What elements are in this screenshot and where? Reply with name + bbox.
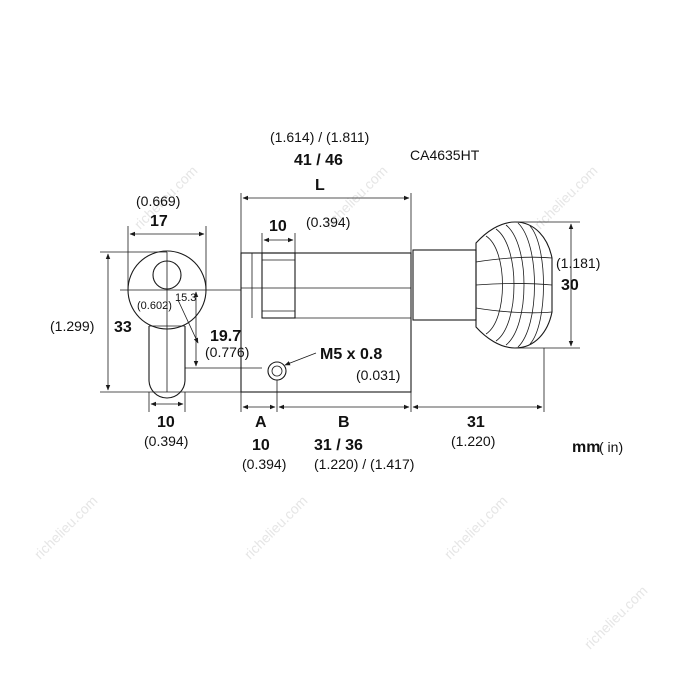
dim-height-inches: (1.299) xyxy=(50,318,94,334)
screw-hole xyxy=(267,361,287,381)
dim-A-inches: (0.394) xyxy=(242,456,286,472)
dim-knob-length-inches: (1.220) xyxy=(451,433,495,449)
dim-radius-inches: (0.602) xyxy=(137,300,172,312)
dim-offset-mm: 19.7 xyxy=(210,328,241,345)
units-in-label: ( in) xyxy=(599,439,623,455)
dim-A-mm: 10 xyxy=(252,437,270,454)
dim-cam-width-inches: (0.669) xyxy=(136,193,180,209)
watermark-text: richelieu.com xyxy=(241,492,311,562)
dim-knob-length-mm: 31 xyxy=(467,414,485,431)
dim-B-letter: B xyxy=(338,414,350,431)
dim-offset-inches: (0.776) xyxy=(205,344,249,360)
knob-neck xyxy=(412,249,477,321)
dim-L-mm: 41 / 46 xyxy=(294,152,343,169)
dim-B-mm: 31 / 36 xyxy=(314,437,363,454)
collar-outline xyxy=(261,252,296,319)
dim-L-letter: L xyxy=(315,177,325,194)
product-code: CA4635HT xyxy=(410,147,480,163)
dim-collar-mm: 10 xyxy=(269,218,287,235)
body-outline xyxy=(240,252,412,393)
dim-radius-mm: 15.3 xyxy=(175,292,196,304)
dim-knob-diameter-inches: (1.181) xyxy=(556,255,600,271)
dim-B-inches: (1.220) / (1.417) xyxy=(314,456,414,472)
cylinder-body xyxy=(240,252,412,393)
dim-screw-inches: (0.031) xyxy=(356,367,400,383)
dimension-labels: CA4635HT (1.614) / (1.811) 41 / 46 L 10 … xyxy=(50,129,623,472)
dim-profile-width-mm: 10 xyxy=(157,414,175,431)
watermark-text: richelieu.com xyxy=(31,492,101,562)
thumb-turn-knob xyxy=(412,221,553,349)
keyhole-slot xyxy=(148,326,186,399)
cam-profile xyxy=(120,250,241,399)
watermark-text: richelieu.com xyxy=(581,582,651,652)
dim-screw-mm: M5 x 0.8 xyxy=(320,346,382,363)
dim-cam-width-mm: 17 xyxy=(150,213,168,230)
dim-profile-width-inches: (0.394) xyxy=(144,433,188,449)
dim-A-letter: A xyxy=(255,414,267,431)
dim-height-mm: 33 xyxy=(114,319,132,336)
dim-L-inches: (1.614) / (1.811) xyxy=(270,129,369,145)
units-mm-label: mm xyxy=(572,439,600,456)
dim-knob-diameter-mm: 30 xyxy=(561,277,579,294)
watermark-text: richelieu.com xyxy=(441,492,511,562)
dimension-lines xyxy=(100,193,580,412)
dim-collar-inches: (0.394) xyxy=(306,214,350,230)
